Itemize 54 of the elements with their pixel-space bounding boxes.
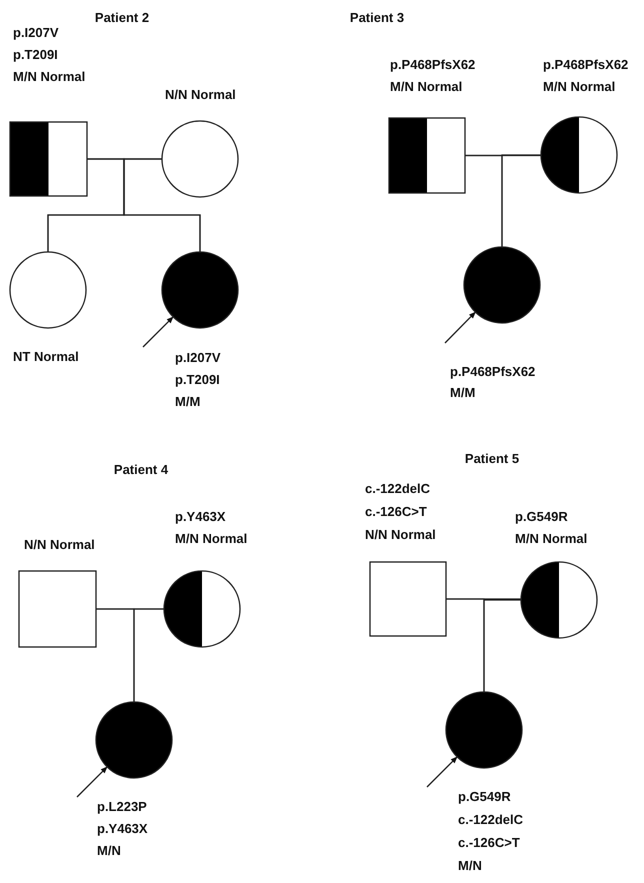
genotype-annotation: p.T209I [175, 372, 220, 388]
proband-arrow [426, 756, 458, 788]
proband-arrow [142, 316, 174, 348]
circle-symbol [9, 251, 87, 329]
half-shaded-square [388, 117, 466, 194]
genotype-annotation: M/N Normal [390, 79, 462, 95]
genotype-annotation: N/N Normal [24, 537, 95, 553]
descent-line [501, 154, 541, 247]
genotype-annotation: M/N Normal [543, 79, 616, 95]
genotype-annotation: N/N Normal [365, 527, 436, 543]
shaded-circle [161, 251, 239, 329]
genotype-annotation: N/N Normal [165, 87, 236, 103]
pedigree-title: Patient 3 [350, 10, 404, 26]
half-shaded-circle [520, 561, 598, 639]
genotype-annotation: p.I207V [175, 350, 221, 366]
pedigree-title: Patient 4 [114, 462, 168, 478]
half-shaded-circle [163, 570, 241, 648]
genotype-annotation: c.-122delC [365, 481, 430, 497]
genotype-annotation: p.P468PfsX62 [543, 57, 628, 73]
genotype-annotation: p.T209I [13, 47, 58, 63]
genotype-annotation: c.-126C>T [458, 835, 520, 851]
genotype-annotation: p.P468PfsX62 [390, 57, 476, 73]
genotype-annotation: p.G549R [458, 789, 511, 805]
genotype-annotation: p.Y463X [175, 509, 226, 525]
shaded-circle [463, 246, 541, 324]
pedigree-title: Patient 5 [464, 451, 520, 467]
genotype-annotation: M/N Normal [13, 69, 86, 85]
genotype-annotation: M/N [97, 843, 121, 859]
proband-arrow [76, 766, 108, 798]
genotype-annotation: M/N Normal [175, 531, 248, 547]
half-shaded-circle [540, 116, 618, 194]
genotype-annotation: p.G549R [515, 509, 568, 525]
descent-line [123, 158, 201, 252]
descent-line [133, 608, 164, 702]
genotype-annotation: M/N Normal [515, 531, 588, 547]
genotype-annotation: c.-122delC [458, 812, 524, 828]
genotype-annotation: NT Normal [13, 349, 79, 365]
genotype-annotation: M/N [458, 858, 482, 874]
genotype-annotation: M/M [175, 394, 200, 410]
genotype-annotation: c.-126C>T [365, 504, 427, 520]
genotype-annotation: p.Y463X [97, 821, 148, 837]
square-symbol [369, 561, 447, 637]
genotype-annotation: p.P468PfsX62 [450, 364, 536, 380]
half-shaded-square [9, 121, 88, 197]
genotype-annotation: p.I207V [13, 25, 59, 41]
genotype-annotation: M/M [450, 385, 476, 401]
proband-arrow [444, 312, 476, 344]
square-symbol [18, 570, 97, 648]
shaded-circle [445, 691, 523, 769]
circle-symbol [161, 120, 239, 198]
descent-line [483, 599, 521, 692]
shaded-circle [95, 701, 173, 779]
pedigree-title: Patient 2 [94, 10, 150, 26]
genotype-annotation: p.L223P [97, 799, 147, 815]
